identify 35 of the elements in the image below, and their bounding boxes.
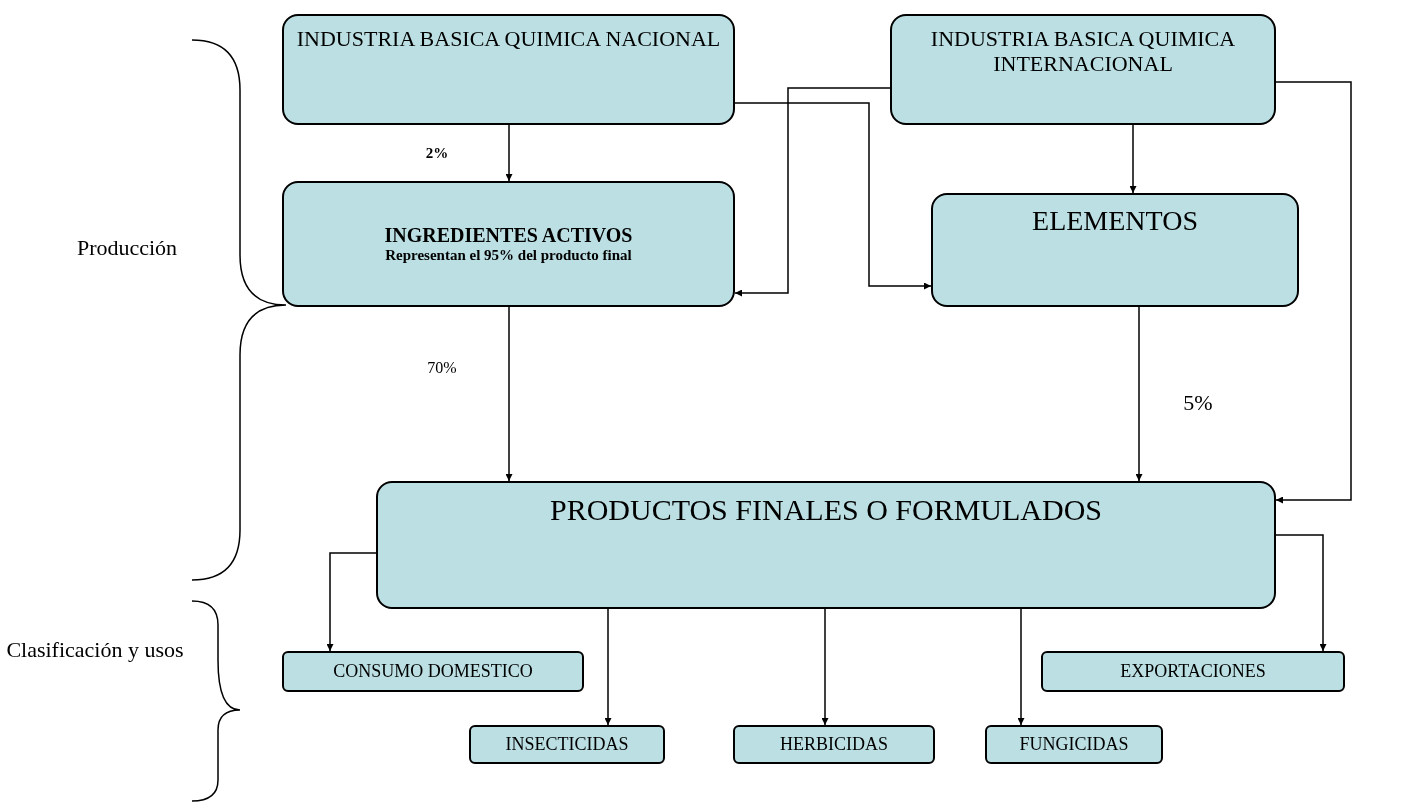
process-box [733, 725, 935, 764]
process-box [1041, 651, 1345, 692]
box-text: INDUSTRIA BASICA QUIMICA INTERNACIONAL [929, 26, 1237, 77]
process-box [890, 14, 1276, 125]
arrow [505, 124, 513, 182]
process-box [985, 725, 1163, 764]
box-text: PRODUCTOS FINALES O FORMULADOS [549, 493, 1102, 528]
arrow [734, 102, 932, 290]
box-text: ELEMENTOS [1032, 205, 1198, 238]
process-box [282, 651, 584, 692]
arrow [1017, 608, 1025, 726]
section-label: Clasificación y usos [5, 637, 185, 664]
box-text: Representan el 95% del producto final [385, 246, 632, 265]
box-text: CONSUMO DOMESTICO [333, 661, 533, 682]
process-box [469, 725, 665, 764]
arrow [326, 552, 377, 652]
arrow [604, 608, 612, 726]
arrow [1275, 81, 1352, 504]
process-box [282, 181, 735, 307]
box-text: EXPORTACIONES [1120, 661, 1266, 682]
process-box [931, 193, 1299, 307]
arrow [1129, 124, 1137, 194]
arrow [821, 608, 829, 726]
section-label: Producción [75, 235, 179, 262]
box-text: INDUSTRIA BASICA QUIMICA NACIONAL [296, 26, 721, 52]
arrow [1275, 534, 1327, 652]
box-text: INSECTICIDAS [505, 734, 629, 755]
process-box [376, 481, 1276, 609]
box-text: FUNGICIDAS [1019, 734, 1129, 755]
box-text: INGREDIENTES ACTIVOS [384, 223, 633, 247]
arrow [1135, 306, 1143, 482]
arrow [505, 306, 513, 482]
process-box [282, 14, 735, 125]
box-text: HERBICIDAS [780, 734, 888, 755]
arrow [734, 87, 891, 297]
